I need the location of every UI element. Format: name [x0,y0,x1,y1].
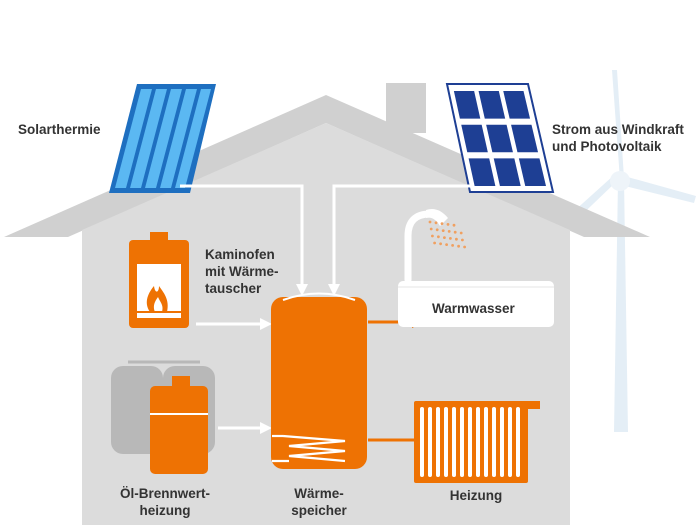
radiator-icon [414,401,540,483]
label-kaminofen-line1: Kaminofen [205,247,275,262]
radiator-fin [508,407,512,477]
shower-icon [404,209,466,284]
label-solarthermie: Solarthermie [18,122,101,137]
radiator-fin [516,407,520,477]
water-drop [446,223,450,226]
radiator-fin [476,407,480,477]
pv-cell [518,158,547,186]
water-drop [452,223,456,227]
water-drop [461,238,464,242]
oil-boiler-icon [111,360,215,474]
water-drop [449,237,452,240]
radiator-fin [428,407,432,477]
radiator-fin [444,407,448,477]
water-drop [451,244,454,247]
water-drop [433,241,436,245]
label-oel-brennwertheizung: Öl-Brennwert- heizung [100,485,230,519]
label-kaminofen-line2: mit Wärme- [205,264,279,279]
inflow-arrows [196,318,272,434]
label-strom-line1: Strom aus Windkraft [552,122,684,137]
photovoltaic-panel-icon [445,83,555,193]
storage-tank-icon [271,292,367,469]
water-drop [437,235,440,239]
pv-cell [503,91,531,119]
collector-pipes [180,184,473,296]
water-drop [443,236,446,240]
water-drop [457,244,460,248]
radiator-fin [460,407,464,477]
water-drop [428,220,432,224]
label-kaminofen-line3: tauscher [205,281,262,296]
water-drop [429,227,433,231]
pv-cell [478,91,506,119]
water-drop [439,242,442,246]
label-warmwasser: Warmwasser [432,301,515,316]
water-drop [463,245,466,249]
label-speicher-line1: Wärme- [294,486,344,501]
stove-icon [129,232,189,328]
solar-thermal-collector-icon [109,84,216,193]
water-drop [453,230,457,234]
pv-cell [493,158,521,186]
water-drop [440,222,444,226]
water-drop [459,231,463,235]
water-drop [455,237,458,241]
pv-cell [461,124,488,153]
label-strom-line2: und Photovoltaik [552,139,662,154]
pv-cell [453,91,481,119]
label-oel-line2: heizung [139,503,191,518]
radiator-fin [436,407,440,477]
radiator-fin [500,407,504,477]
bathtub-icon [398,281,554,327]
water-drop [434,221,438,225]
water-drop [435,228,439,232]
radiator-fin [420,407,424,477]
pv-cell [486,124,513,153]
label-strom: Strom aus Windkraft und Photovoltaik [552,121,684,155]
water-drop [447,230,451,233]
radiator-fin [492,407,496,477]
label-kaminofen: Kaminofen mit Wärme- tauscher [205,246,279,297]
radiator-fin [484,407,488,477]
water-drop [441,229,445,233]
water-drop [431,234,434,238]
label-speicher-line2: speicher [291,503,347,518]
radiator-fin [468,407,472,477]
pv-cell [511,124,539,153]
label-heizung: Heizung [449,488,503,503]
label-oel-line1: Öl-Brennwert- [119,486,210,501]
radiator-fin [452,407,456,477]
label-waermespeicher: Wärme- speicher [269,485,369,519]
water-drop [445,243,448,247]
pv-cell [468,158,496,186]
